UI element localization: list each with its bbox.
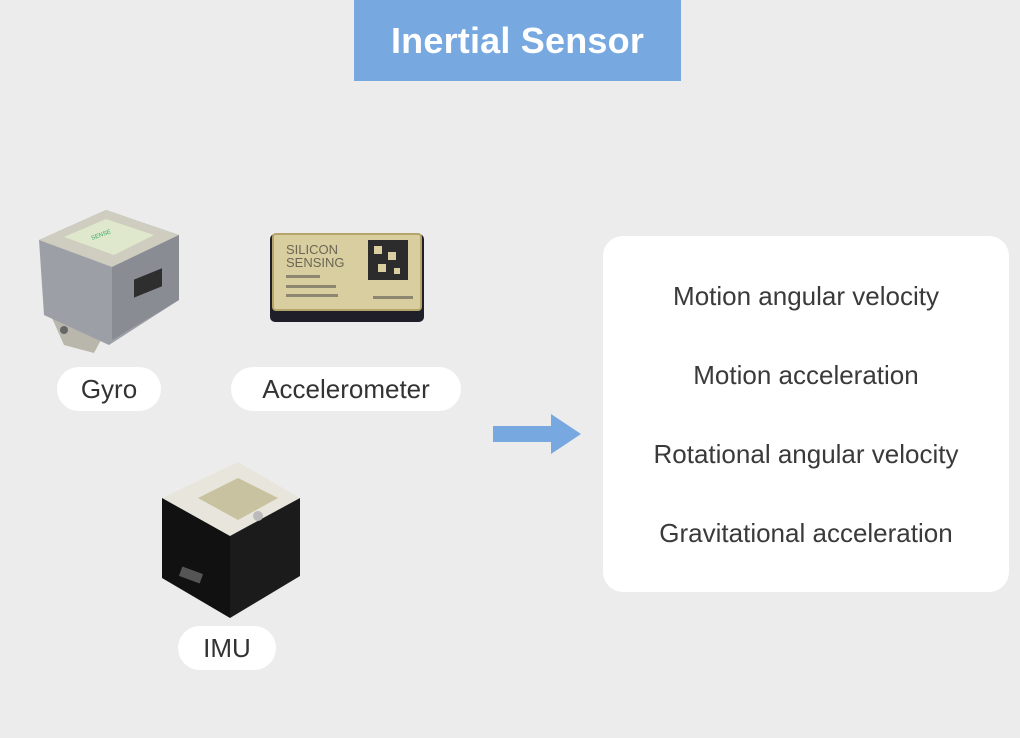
output-item: Motion angular velocity xyxy=(673,281,939,311)
chip-brand-line1: SILICON xyxy=(286,242,338,257)
chip-brand-line2: SENSING xyxy=(286,255,345,270)
outputs-panel: Motion angular velocity Motion accelerat… xyxy=(603,236,1009,592)
gyro-device-icon: SENSE xyxy=(39,210,179,353)
output-item: Rotational angular velocity xyxy=(653,439,959,469)
title-banner: Inertial Sensor xyxy=(354,0,681,81)
sensor-label-accelerometer: Accelerometer xyxy=(231,367,461,411)
gyro-label: Gyro xyxy=(80,373,138,404)
accelerometer-chip-icon: SILICON SENSING xyxy=(270,233,424,322)
imu-label: IMU xyxy=(203,632,251,663)
output-item: Motion acceleration xyxy=(693,360,919,390)
accelerometer-label: Accelerometer xyxy=(262,373,430,404)
imu-cube-icon xyxy=(162,462,300,618)
sensor-label-imu: IMU xyxy=(178,626,276,670)
title-text: Inertial Sensor xyxy=(390,19,645,61)
right-arrow-icon xyxy=(493,414,581,454)
output-item: Gravitational acceleration xyxy=(659,518,953,548)
sensor-label-gyro: Gyro xyxy=(57,367,161,411)
